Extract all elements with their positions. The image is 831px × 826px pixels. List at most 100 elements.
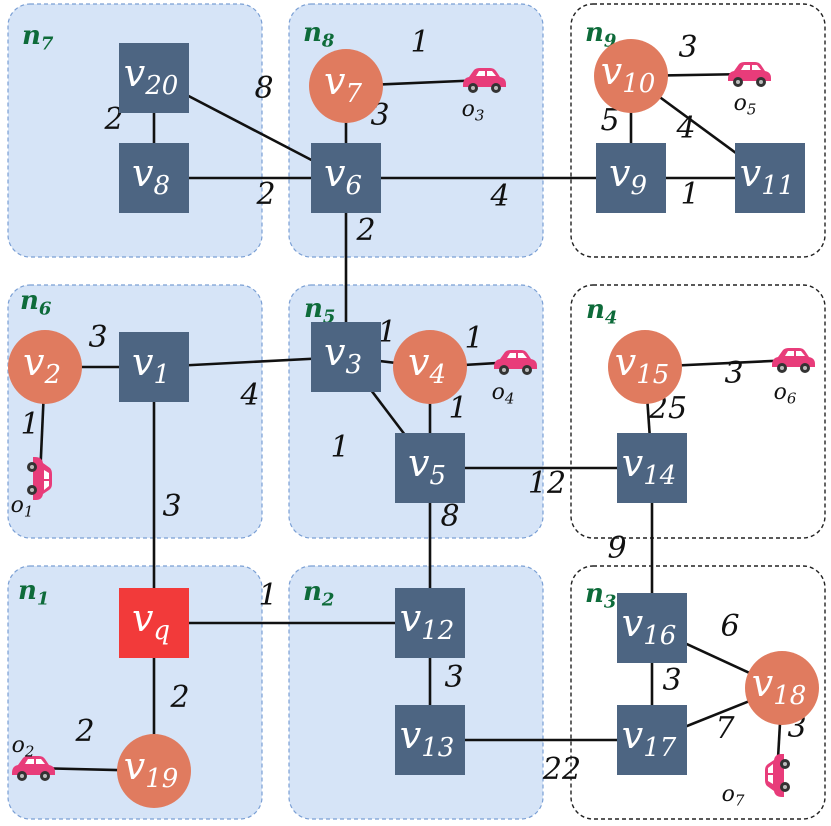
edge-weight-v12-v13: 3 <box>444 660 463 695</box>
object-label-o3: o3 <box>462 97 485 125</box>
edge-weight-v10-o5: 3 <box>678 30 697 65</box>
edge-weight-v9-v11: 1 <box>680 177 699 212</box>
node-label-v1: v1 <box>132 340 170 390</box>
node-label-v15: v15 <box>615 340 670 390</box>
node-label-vq-base: v <box>132 596 154 640</box>
object-label-o5: o5 <box>734 91 757 119</box>
node-vq <box>119 588 189 658</box>
node-v12 <box>395 588 465 658</box>
edge-weight-v7-o3: 1 <box>410 25 429 60</box>
node-label-v7: v7 <box>324 59 362 109</box>
node-v16 <box>617 593 687 663</box>
object-label-o7-subscript: 7 <box>735 792 745 810</box>
node-label-v15-base: v <box>615 340 637 384</box>
object-label-o7-base: o <box>722 782 735 807</box>
node-label-v4-base: v <box>408 340 430 384</box>
object-label-o4-subscript: 4 <box>504 390 515 408</box>
node-label-v10: v10 <box>601 49 656 99</box>
edge-weight-v10-v11: 4 <box>675 111 695 146</box>
node-v11 <box>735 143 805 213</box>
node-label-v19-base: v <box>124 744 146 788</box>
edge-weight-v1-vq: 3 <box>162 489 181 524</box>
edge-weight-v4-o4: 1 <box>464 321 483 356</box>
region-label-n4: n4 <box>586 295 617 328</box>
region-label-n4-subscript: 4 <box>605 307 618 328</box>
region-label-n8: n8 <box>303 18 335 51</box>
region-label-n7-base: n <box>22 21 41 51</box>
node-v3 <box>311 322 381 392</box>
region-label-n2-subscript: 2 <box>321 589 335 610</box>
region-label-n7: n7 <box>22 21 54 54</box>
region-label-n3-base: n <box>585 579 604 609</box>
node-label-v20-base: v <box>124 51 146 95</box>
edge-weight-v13-v17: 22 <box>542 752 581 787</box>
node-label-v13-subscript: 13 <box>421 733 454 763</box>
node-v10 <box>594 39 668 113</box>
node-v9 <box>596 143 666 213</box>
node-label-v14-subscript: 14 <box>643 461 676 491</box>
object-label-o4-base: o <box>492 380 505 405</box>
region-label-n6-base: n <box>20 286 39 316</box>
edge-weight-v20-v8: 2 <box>103 102 123 137</box>
node-label-v9-subscript: 9 <box>630 171 647 201</box>
node-label-v11-base: v <box>740 151 762 195</box>
node-label-v12-base: v <box>400 596 422 640</box>
node-label-v8: v8 <box>132 151 170 201</box>
node-v18 <box>745 651 819 725</box>
edge-weight-v16-v18: 6 <box>720 609 739 644</box>
region-label-n2: n2 <box>303 577 334 610</box>
node-label-v16: v16 <box>622 601 677 651</box>
node-label-v6-base: v <box>324 151 346 195</box>
edge-weight-vq-v19: 2 <box>169 680 189 715</box>
edge-weight-v19-o2: 2 <box>74 714 94 749</box>
node-v5 <box>395 433 465 503</box>
edge-weight-v6-v9: 4 <box>489 179 509 214</box>
region-label-n7-subscript: 7 <box>41 33 54 54</box>
region-n1 <box>7 565 263 820</box>
node-label-v12: v12 <box>400 596 455 646</box>
node-v7 <box>309 49 383 123</box>
node-label-v10-base: v <box>601 49 623 93</box>
object-label-o2: o2 <box>12 733 35 761</box>
region-label-n8-subscript: 8 <box>321 30 335 51</box>
node-label-v18-base: v <box>752 661 774 705</box>
object-label-o3-base: o <box>462 97 475 122</box>
region-label-n1-base: n <box>18 576 37 606</box>
node-label-v16-subscript: 16 <box>643 621 676 651</box>
node-label-v20-subscript: 20 <box>144 71 178 101</box>
region-label-n9-base: n <box>585 18 604 48</box>
edge-weight-v2-o1: 1 <box>20 407 39 442</box>
node-label-v3-base: v <box>324 330 346 374</box>
node-label-v14: v14 <box>622 441 677 491</box>
region-label-n1: n1 <box>18 576 49 609</box>
node-label-v7-subscript: 7 <box>345 79 362 109</box>
node-label-v7-base: v <box>324 59 346 103</box>
edge-weight-v8-v6: 2 <box>255 177 275 212</box>
node-label-v2-subscript: 2 <box>43 360 61 390</box>
node-label-v1-subscript: 1 <box>153 360 170 390</box>
node-label-v5: v5 <box>408 441 446 491</box>
node-label-v19: v19 <box>124 744 179 794</box>
edge-weight-v6-v3: 2 <box>355 213 375 248</box>
node-v20 <box>119 43 189 113</box>
object-label-o1: o1 <box>11 493 34 521</box>
node-label-v19-subscript: 19 <box>145 764 178 794</box>
object-label-o1-base: o <box>11 493 24 518</box>
node-label-v2-base: v <box>23 340 45 384</box>
edge-weight-v4-v5: 1 <box>448 391 467 426</box>
edge-weight-v3-v4: 1 <box>377 315 396 350</box>
region-label-n3-subscript: 3 <box>604 591 617 612</box>
node-label-v6-subscript: 6 <box>345 171 362 201</box>
edge-weight-v17-v18: 7 <box>715 711 735 746</box>
object-label-o2-base: o <box>12 733 25 758</box>
edge-weight-v20-v6: 8 <box>254 71 273 106</box>
node-label-v14-base: v <box>622 441 644 485</box>
object-label-o5-subscript: 5 <box>747 101 757 119</box>
object-label-o6-subscript: 6 <box>787 390 797 408</box>
node-label-v18: v18 <box>752 661 807 711</box>
node-label-v9: v9 <box>609 151 647 201</box>
object-label-o6: o6 <box>774 380 797 408</box>
